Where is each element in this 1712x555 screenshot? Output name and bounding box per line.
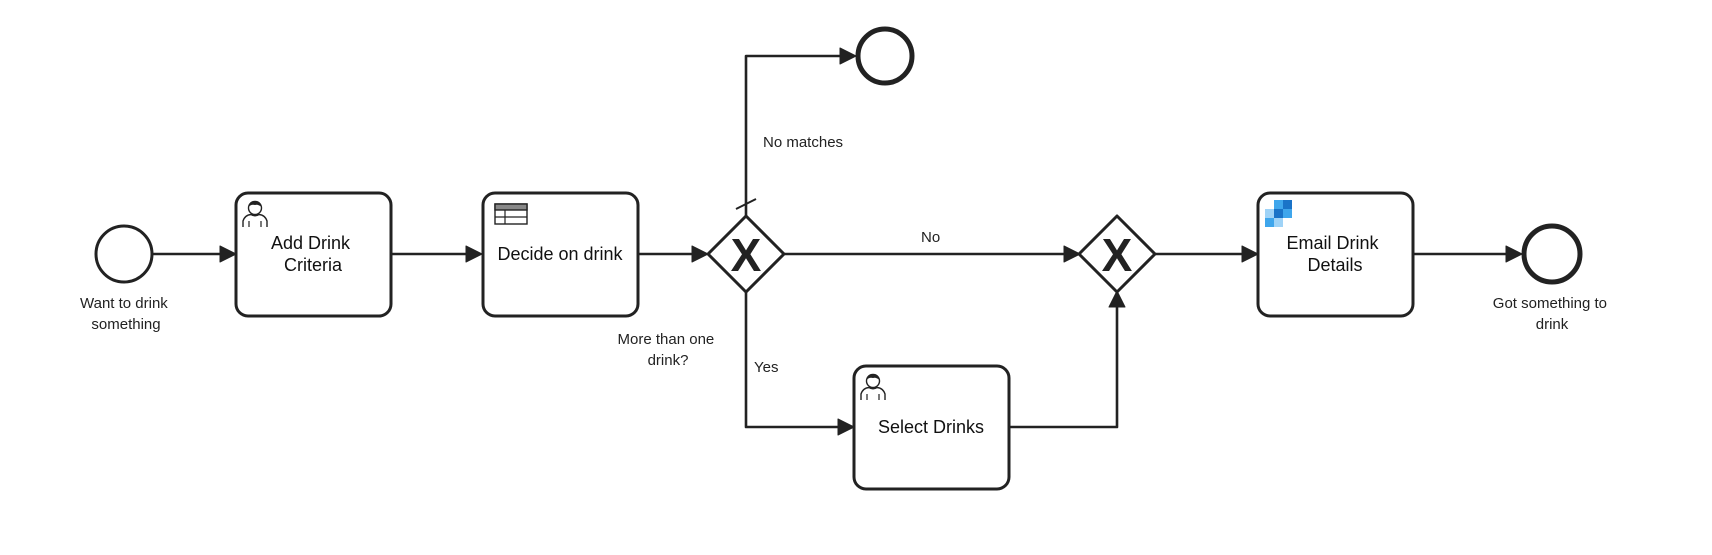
start-event[interactable] <box>94 224 154 284</box>
gateway-x-marker: X <box>731 229 762 281</box>
arrowhead <box>691 245 709 263</box>
end-event-no-match[interactable] <box>855 26 915 86</box>
exclusive-gateway-merge[interactable]: X <box>1077 214 1157 294</box>
label-line: Add Drink <box>271 233 351 253</box>
sequence-flows <box>153 47 1523 436</box>
arrowhead <box>839 47 857 65</box>
label-line: Criteria <box>284 255 343 275</box>
arrowhead <box>1108 290 1126 308</box>
label-line: Details <box>1307 255 1362 275</box>
user-icon <box>860 373 886 400</box>
label-line: Email Drink <box>1286 233 1379 253</box>
arrowhead <box>219 245 237 263</box>
flow-select-to-merge-gateway[interactable] <box>1009 305 1119 429</box>
arrowhead <box>1063 245 1081 263</box>
user-icon <box>242 200 268 227</box>
arrowhead <box>1241 245 1259 263</box>
label-line: something <box>91 316 160 333</box>
task-select-drinks[interactable]: Select Drinks <box>852 364 1011 491</box>
gateway-split-label: More than one drink? <box>618 331 719 369</box>
flow-label-yes: Yes <box>754 359 778 376</box>
arrowhead <box>1505 245 1523 263</box>
arrowhead <box>837 418 855 436</box>
task-add-drink-criteria[interactable]: Add Drink Criteria <box>234 191 393 318</box>
label-line: Got something to <box>1493 295 1607 312</box>
label-line: drink? <box>648 352 689 369</box>
flow-no-matches[interactable] <box>744 54 842 216</box>
business-rule-table-icon <box>494 203 528 225</box>
end-event-label: Got something to drink <box>1493 295 1611 333</box>
label-line: Decide on drink <box>497 244 623 264</box>
label-line: Want to drink <box>80 295 168 312</box>
task-label: Add Drink Criteria <box>271 233 355 275</box>
exclusive-gateway-split[interactable]: X <box>706 214 786 294</box>
task-email-drink-details[interactable]: Email Drink Details <box>1256 191 1415 318</box>
arrowhead <box>465 245 483 263</box>
task-label: Select Drinks <box>878 417 984 437</box>
label-line: Select Drinks <box>878 417 984 437</box>
label-line: drink <box>1536 316 1569 333</box>
flow-yes[interactable] <box>744 292 840 429</box>
task-decide-on-drink[interactable]: Decide on drink <box>481 191 640 318</box>
task-label: Email Drink Details <box>1286 233 1383 275</box>
default-flow-marker <box>735 198 757 210</box>
end-event-main[interactable] <box>1521 223 1583 285</box>
start-event-label: Want to drink something <box>80 295 172 333</box>
gateway-x-marker: X <box>1102 229 1133 281</box>
label-line: More than one <box>618 331 715 348</box>
flow-label-no: No <box>921 229 940 246</box>
sendgrid-connector-icon <box>1265 200 1292 227</box>
task-label: Decide on drink <box>497 244 623 264</box>
flow-label-no-matches: No matches <box>763 134 843 151</box>
